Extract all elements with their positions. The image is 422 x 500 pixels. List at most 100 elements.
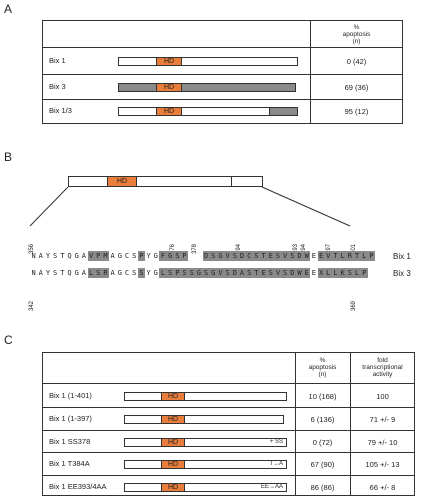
residue: S (267, 268, 275, 278)
construct-bar: HD EE→AA (124, 483, 287, 492)
residue: A (110, 252, 115, 260)
residue: S (53, 269, 58, 277)
residue: V (324, 251, 332, 261)
construct-bar: HD T→A (124, 460, 287, 469)
residue: A (38, 269, 43, 277)
panel-c-activity-value: 79 +/- 10 (367, 438, 398, 447)
residue: S (281, 268, 289, 278)
panel-a-header-rule (42, 47, 403, 48)
residue: L (331, 268, 340, 278)
residue: M (101, 251, 110, 261)
residue: E (267, 251, 275, 261)
residue: R (101, 268, 110, 278)
residue: A (81, 269, 87, 277)
panel-c-header-apoptosis: apoptosis (308, 364, 337, 371)
residue: P (94, 251, 102, 261)
residue: L (360, 251, 368, 261)
panel-c-row-rule (42, 407, 415, 408)
panel-c-table (42, 352, 415, 496)
panel-a-row-label: Bix 3 (49, 82, 66, 91)
hd-domain: HD (161, 483, 185, 492)
residue: D (238, 251, 246, 261)
panel-c-apoptosis-value: 67 (90) (310, 460, 335, 469)
bix3-tail-segment (269, 107, 298, 116)
residue: P (173, 268, 181, 278)
panel-a-row-label: Bix 1 (49, 56, 66, 65)
residue: V (216, 268, 225, 278)
residue: A (81, 252, 87, 260)
panel-a-header-apoptosis: apoptosis (342, 31, 371, 38)
panel-a-apoptosis-value: 69 (36) (344, 83, 369, 92)
panel-c-apoptosis-value: 10 (168) (308, 392, 337, 401)
panel-c-row-label: Bix 1 T384A (49, 459, 90, 468)
panel-c-letter: C (4, 333, 13, 347)
panel-a-apoptosis-value: 0 (42) (346, 57, 367, 66)
residue: G (153, 269, 158, 277)
residue: G (216, 251, 225, 261)
panel-c-header-n: (n) (318, 371, 327, 378)
residue: S (94, 268, 102, 278)
residue: A (110, 269, 115, 277)
residue: L (87, 268, 95, 278)
residue: Y (146, 252, 151, 260)
panel-c-activity-value: 66 +/- 8 (369, 483, 396, 492)
residue: T (260, 251, 268, 261)
construct-bar: HD (124, 392, 287, 401)
panel-c-col-divider (295, 352, 296, 496)
residue: S (209, 251, 217, 261)
residue: Y (45, 269, 51, 277)
residue: F (159, 251, 167, 261)
residue: E (260, 268, 268, 278)
residue: P (137, 251, 145, 261)
residue: T (331, 251, 340, 261)
panel-c-apoptosis-value: 86 (86) (310, 483, 335, 492)
residue: P (180, 251, 189, 261)
hd-domain: HD (161, 415, 185, 424)
hd-domain: HD (161, 460, 185, 469)
panel-c-header-rule (42, 383, 415, 384)
residue: V (224, 251, 232, 261)
residue: S (288, 251, 296, 261)
residue: S (224, 268, 232, 278)
residue: L (339, 251, 347, 261)
panel-c-row-label: Bix 1 (1-401) (49, 391, 92, 400)
residue: C (124, 269, 130, 277)
panel-a-letter: A (4, 2, 13, 16)
residue: W (303, 251, 311, 261)
residue: D (288, 268, 296, 278)
hd-domain: HD (156, 57, 182, 66)
residue: G (117, 252, 122, 260)
panel-c-row-rule (42, 452, 415, 453)
residue: L (159, 268, 167, 278)
bix1-overview-bar: HD (68, 176, 263, 187)
bix1-construct-bar: HD (118, 57, 298, 66)
panel-c-col-divider (350, 352, 351, 496)
bix3-sequence-name: Bix 3 (393, 269, 411, 278)
residue: T (252, 268, 260, 278)
residue: E (311, 269, 317, 277)
residue: V (281, 251, 289, 261)
residue: V (274, 268, 282, 278)
residue: W (295, 268, 304, 278)
residue: S (202, 268, 210, 278)
panel-c-row-label: Bix 1 EE393/4AA (49, 482, 107, 491)
hd-domain: HD (156, 107, 182, 116)
panel-c-activity-value: 105 +/- 13 (365, 460, 400, 469)
residue: R (346, 251, 354, 261)
mutation-label: + SS (269, 439, 283, 445)
panel-a-row-rule (42, 74, 403, 75)
panel-c-apoptosis-value: 0 (72) (312, 438, 333, 447)
residue: Q (67, 269, 72, 277)
residue: S (132, 252, 137, 260)
position-label: 342 (29, 300, 35, 311)
residue: L (324, 268, 332, 278)
residue: P (367, 251, 375, 261)
residue: S (231, 251, 239, 261)
residue: G (195, 268, 203, 278)
panel-c-apoptosis-value: 6 (136) (310, 415, 335, 424)
bix3-construct-bar: HD (118, 83, 296, 92)
residue: S (245, 268, 253, 278)
residue: S (53, 252, 58, 260)
panel-a-header-pct: % (353, 24, 360, 31)
